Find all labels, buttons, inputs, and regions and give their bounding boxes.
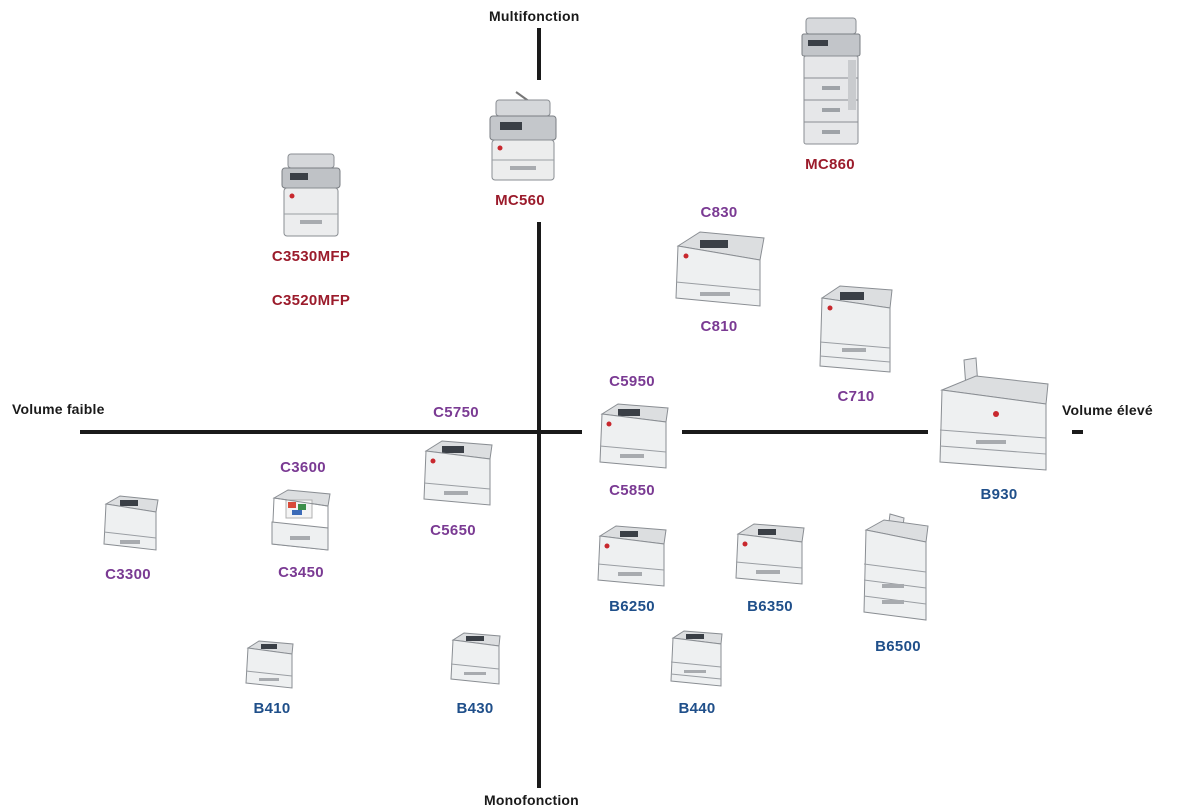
axis-label-top: Multifonction <box>489 8 580 24</box>
laser-printer-icon <box>268 486 334 554</box>
vertical-axis-lower <box>537 222 541 788</box>
multifunction-printer-icon <box>278 152 344 240</box>
laser-printer-icon <box>668 628 726 690</box>
axis-label-right: Volume élevé <box>1062 402 1153 418</box>
right-axis-tick <box>1072 430 1083 434</box>
laser-printer-icon <box>816 282 896 376</box>
axis-label-left: Volume faible <box>12 401 105 417</box>
model-label: C3450 <box>278 564 324 581</box>
floor-standing-printer-icon <box>936 356 1054 474</box>
model-label: B6350 <box>747 598 793 615</box>
model-label: C3600 <box>280 459 326 476</box>
model-label: C5650 <box>430 522 476 539</box>
model-label: C5950 <box>609 373 655 390</box>
model-label: B410 <box>253 700 291 717</box>
axis-label-bottom: Monofonction <box>484 792 579 808</box>
model-label: B430 <box>456 700 494 717</box>
model-label: C810 <box>700 318 738 335</box>
laser-printer-icon <box>448 630 504 688</box>
model-label: C3530MFP <box>271 248 351 265</box>
floor-standing-printer-icon <box>860 512 932 624</box>
model-label: B440 <box>678 700 716 717</box>
model-label: MC860 <box>805 156 855 173</box>
model-label: C5750 <box>433 404 479 421</box>
horizontal-axis-left <box>80 430 582 434</box>
laser-printer-icon <box>594 522 670 590</box>
laser-printer-icon <box>420 437 496 509</box>
model-label: MC560 <box>495 192 545 209</box>
model-label: C710 <box>837 388 875 405</box>
laser-printer-icon <box>596 400 672 472</box>
model-label: B6500 <box>875 638 921 655</box>
laser-printer-icon <box>670 228 768 312</box>
laser-printer-icon <box>732 520 808 588</box>
model-label: B6250 <box>609 598 655 615</box>
model-label: C3300 <box>105 566 151 583</box>
model-label: C5850 <box>609 482 655 499</box>
laser-printer-icon <box>100 492 162 554</box>
multifunction-printer-icon <box>486 88 560 184</box>
model-label: C830 <box>700 204 738 221</box>
vertical-axis-upper <box>537 28 541 80</box>
model-label: C3520MFP <box>271 292 351 309</box>
multifunction-printer-icon <box>800 16 862 146</box>
horizontal-axis-right <box>682 430 928 434</box>
model-label: B930 <box>980 486 1018 503</box>
laser-printer-icon <box>243 638 297 692</box>
